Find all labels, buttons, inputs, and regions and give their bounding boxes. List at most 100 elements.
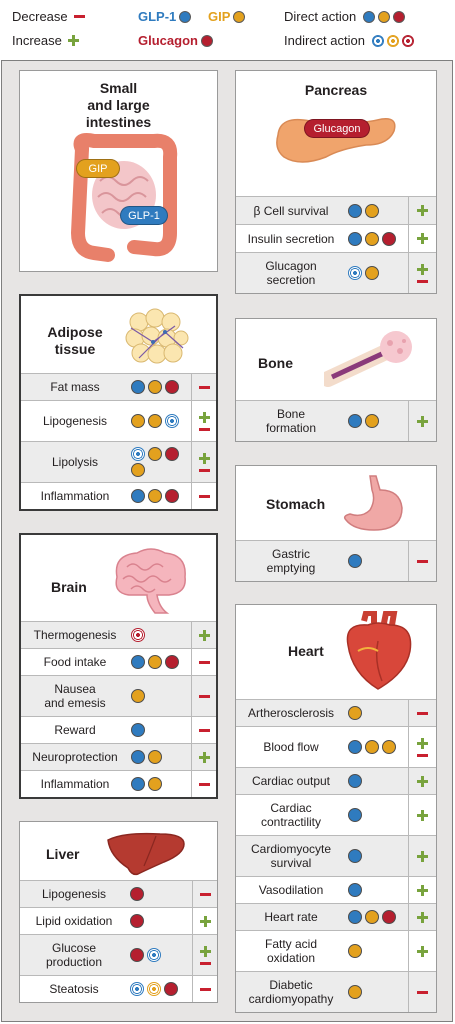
adipose-title: Adipose tissue — [47, 324, 103, 357]
table-row: β Cell survival — [236, 196, 436, 224]
table-row: Food intake — [21, 648, 216, 675]
effect-sign — [191, 483, 216, 509]
gip-dot-icon — [131, 414, 145, 428]
minus-icon — [417, 990, 428, 994]
hormone-dots — [130, 881, 182, 907]
hormone-dots — [348, 401, 400, 441]
effect-label: Blood flow — [263, 740, 319, 754]
intestines-title: Small and large intestines — [85, 80, 152, 130]
plus-icon — [198, 751, 210, 763]
stomach-icon — [343, 475, 403, 531]
hormone-dots — [130, 976, 182, 1002]
effect-sign — [408, 225, 436, 252]
effect-label: Fatty acid oxidation — [264, 937, 318, 965]
minus-icon — [198, 427, 210, 431]
hormone-dots — [131, 401, 183, 441]
gip-dot-icon — [148, 380, 162, 394]
table-row: Nausea and emesis — [21, 675, 216, 716]
minus-icon — [417, 753, 428, 757]
hormone-dots — [131, 717, 183, 743]
effect-sign — [191, 374, 216, 400]
glp1-dot-icon — [348, 203, 362, 218]
effect-label: Neuroprotection — [32, 750, 118, 764]
effect-label: Lipogenesis — [42, 414, 108, 428]
plus-icon — [67, 35, 79, 46]
effect-sign — [408, 931, 436, 971]
glucagon-i-dot-icon — [131, 628, 145, 642]
glucagon-indirect-icon — [401, 35, 414, 47]
glucagon-dot-icon — [165, 447, 179, 461]
minus-icon — [199, 892, 211, 896]
hormone-dots — [131, 649, 183, 675]
glp1-dot-icon — [348, 910, 362, 924]
effect-label: Cardiac output — [251, 774, 331, 788]
effect-sign — [191, 717, 216, 743]
minus-icon — [73, 15, 85, 18]
effect-sign — [191, 676, 216, 716]
gip-dot-icon — [148, 655, 162, 669]
effect-label: β Cell survival — [253, 203, 329, 218]
plus-icon — [417, 911, 428, 923]
effect-label: Fat mass — [50, 380, 100, 394]
minus-icon — [417, 559, 428, 563]
effect-label: Inflammation — [40, 489, 110, 503]
effect-label: Artherosclerosis — [247, 706, 335, 720]
glp1-dot-icon — [362, 11, 375, 23]
plus-icon — [417, 850, 428, 862]
plus-icon — [417, 233, 428, 244]
effect-sign — [408, 253, 436, 293]
glp1-dot-icon — [348, 774, 362, 788]
gip-dot-icon — [148, 489, 162, 503]
glp1-dot-icon — [131, 655, 145, 669]
intestines-icon — [70, 133, 178, 262]
brain-icon — [115, 548, 186, 614]
effect-sign — [191, 442, 216, 482]
hormone-dots — [348, 931, 400, 971]
glp1-dot-icon — [348, 231, 362, 246]
table-row: Neuroprotection — [21, 743, 216, 770]
effect-sign — [192, 881, 217, 907]
glp1-i-dot-icon — [130, 982, 144, 996]
gip-dot-icon — [148, 750, 162, 764]
effect-sign — [408, 836, 436, 876]
gip-dot-icon — [365, 414, 379, 428]
minus-icon — [198, 660, 210, 664]
plus-icon — [417, 775, 428, 787]
effect-sign — [192, 976, 217, 1002]
hormone-dots — [131, 771, 183, 797]
effect-label: Reward — [54, 723, 96, 737]
plus-icon — [199, 945, 211, 957]
effect-label: Glucagon secretion — [265, 259, 317, 287]
hormone-dots — [131, 483, 183, 509]
gip-dot-icon — [233, 11, 246, 23]
glucagon-dot-icon — [382, 910, 396, 924]
hormone-dots — [348, 972, 400, 1012]
gip-dot-icon — [348, 706, 362, 720]
glp1-dot-icon — [348, 740, 362, 754]
table-row: Diabetic cardiomyopathy — [236, 971, 436, 1012]
gip-dot-icon — [377, 11, 390, 23]
hormone-dots — [348, 253, 400, 293]
plus-icon — [198, 452, 210, 464]
hormone-dots — [348, 700, 400, 726]
effect-sign — [192, 935, 217, 975]
table-row: Blood flow — [236, 726, 436, 767]
effect-label: Heart rate — [264, 910, 318, 924]
liver-title: Liver — [46, 846, 80, 862]
glp1-dot-icon — [348, 414, 362, 428]
glucagon-dot-icon — [165, 489, 179, 503]
adipose-tissue-icon — [125, 308, 189, 364]
effect-label: Thermogenesis — [33, 628, 117, 642]
table-row: Cardiac output — [236, 767, 436, 794]
legend-increase: Increase — [12, 33, 79, 49]
table-row: Vasodilation — [236, 876, 436, 903]
table-row: Artherosclerosis — [236, 699, 436, 726]
effect-label: Cardiac contractility — [260, 801, 322, 829]
glucagon-dot-icon — [382, 231, 396, 246]
